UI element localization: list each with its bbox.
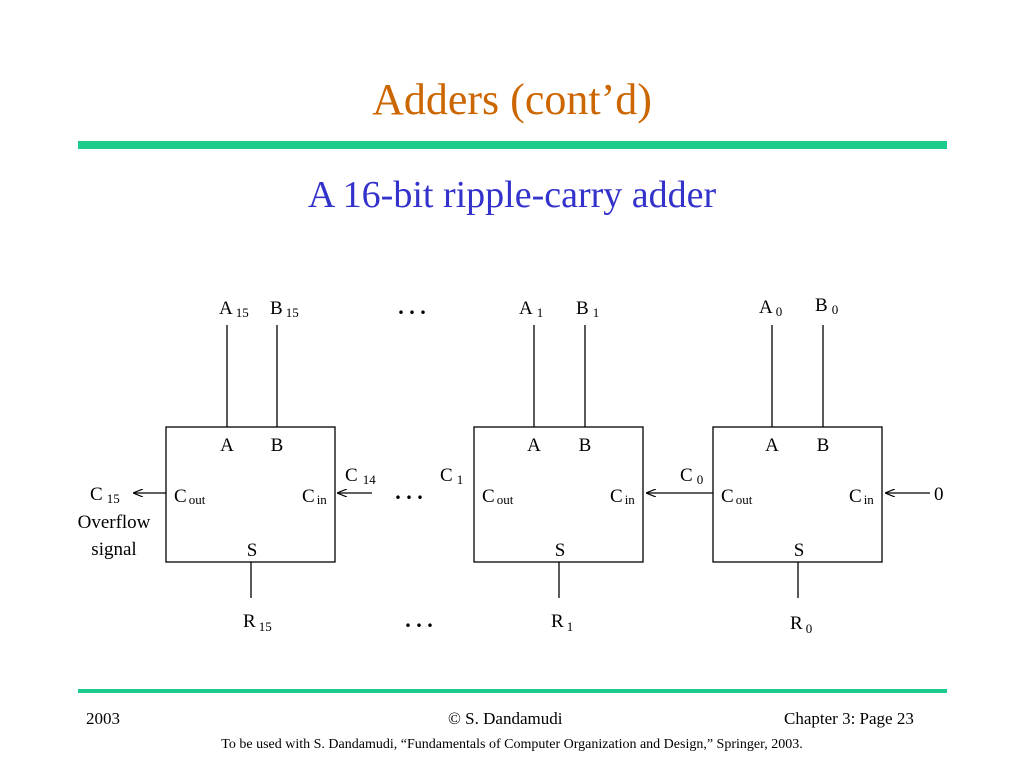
cin-letter: C bbox=[849, 486, 862, 507]
cin-subscript: in bbox=[317, 492, 328, 507]
slide-title: Adders (cont’d) bbox=[372, 75, 652, 124]
cin-letter: C bbox=[610, 486, 623, 507]
input-a-subscript: 0 bbox=[776, 304, 783, 319]
c14-letter: C bbox=[345, 465, 358, 486]
input-b-letter: B bbox=[815, 295, 828, 316]
c1-subscript: 1 bbox=[457, 472, 464, 487]
result-subscript: 0 bbox=[806, 621, 813, 636]
cout-letter: C bbox=[721, 486, 734, 507]
result-letter: R bbox=[243, 611, 256, 632]
result-letter: R bbox=[790, 613, 803, 634]
input-b-subscript: 1 bbox=[593, 305, 600, 320]
title-rule bbox=[78, 141, 947, 149]
port-label-b: B bbox=[579, 435, 592, 456]
cout-subscript: out bbox=[736, 492, 753, 507]
carry-label-c14: C 14 bbox=[345, 465, 376, 487]
footer-year: 2003 bbox=[86, 709, 120, 728]
port-label-b: B bbox=[271, 435, 284, 456]
c14-subscript: 14 bbox=[363, 472, 377, 487]
footer-page-number: Chapter 3: Page 23 bbox=[784, 709, 914, 728]
c1-letter: C bbox=[440, 465, 453, 486]
input-b-subscript: 15 bbox=[286, 305, 299, 320]
footer-author: © S. Dandamudi bbox=[448, 709, 563, 728]
footer-rule bbox=[78, 689, 947, 693]
ellipsis-bottom: . . . bbox=[405, 607, 433, 632]
cin-subscript: in bbox=[864, 492, 875, 507]
cin-subscript: in bbox=[625, 492, 636, 507]
port-label-a: A bbox=[765, 435, 779, 456]
input-a-letter: A bbox=[219, 298, 233, 319]
cout-letter: C bbox=[174, 486, 187, 507]
input-b-letter: B bbox=[576, 298, 589, 319]
input-b-subscript: 0 bbox=[832, 302, 839, 317]
input-b-letter: B bbox=[270, 298, 283, 319]
input-a-subscript: 1 bbox=[537, 305, 544, 320]
slide-subtitle: A 16-bit ripple-carry adder bbox=[307, 174, 717, 216]
port-label-s: S bbox=[555, 540, 566, 561]
c15-letter: C bbox=[90, 484, 103, 505]
port-label-b: B bbox=[817, 435, 830, 456]
cin-letter: C bbox=[302, 486, 315, 507]
result-subscript: 15 bbox=[259, 619, 272, 634]
cout-subscript: out bbox=[189, 492, 206, 507]
cout-subscript: out bbox=[497, 492, 514, 507]
carry-in-value: 0 bbox=[934, 484, 944, 505]
input-a-letter: A bbox=[759, 297, 773, 318]
port-label-s: S bbox=[247, 540, 258, 561]
input-a-letter: A bbox=[519, 298, 533, 319]
overflow-label-line1: Overflow bbox=[78, 512, 151, 533]
ellipsis-middle: . . . bbox=[395, 479, 423, 504]
c15-subscript: 15 bbox=[107, 491, 120, 506]
c0-letter: C bbox=[680, 465, 693, 486]
port-label-s: S bbox=[794, 540, 805, 561]
result-subscript: 1 bbox=[567, 619, 574, 634]
result-letter: R bbox=[551, 611, 564, 632]
cout-letter: C bbox=[482, 486, 495, 507]
footer-citation: To be used with S. Dandamudi, “Fundament… bbox=[221, 737, 803, 752]
ellipsis-top: . . . bbox=[398, 294, 426, 319]
port-label-a: A bbox=[220, 435, 234, 456]
input-a-subscript: 15 bbox=[236, 305, 249, 320]
port-label-a: A bbox=[527, 435, 541, 456]
overflow-label-line2: signal bbox=[91, 539, 136, 560]
carry-label-c15: C 15 bbox=[90, 484, 120, 506]
c0-subscript: 0 bbox=[697, 472, 704, 487]
